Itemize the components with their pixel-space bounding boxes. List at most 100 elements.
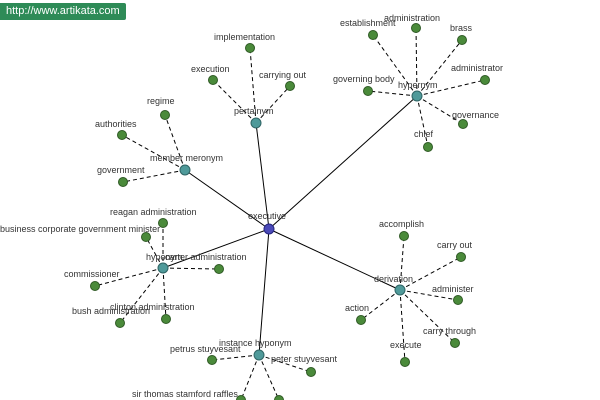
- relation-node-pertainym[interactable]: [250, 117, 262, 129]
- leaf-node-administer[interactable]: [453, 295, 463, 305]
- leaf-label-reagan-administration: reagan administration: [110, 207, 197, 217]
- leaf-node-carter-administration[interactable]: [214, 264, 224, 274]
- edge-hyponym-carter-administration: [162, 267, 220, 270]
- relation-label-derivation: derivation: [374, 274, 413, 284]
- leaf-node-administration[interactable]: [411, 23, 421, 33]
- leaf-label-execute: execute: [390, 340, 422, 350]
- leaf-node-governing-body[interactable]: [363, 86, 373, 96]
- relation-label-member-meronym: member meronym: [150, 153, 223, 163]
- leaf-node-authorities[interactable]: [117, 130, 127, 140]
- leaf-node-carrying-out[interactable]: [285, 81, 295, 91]
- leaf-label-establishment: establishment: [340, 18, 396, 28]
- leaf-label-execution: execution: [191, 64, 230, 74]
- leaf-node-clinton-administration[interactable]: [161, 314, 171, 324]
- leaf-label-petrus-stuyvesant: petrus stuyvesant: [170, 344, 241, 354]
- leaf-label-governance: governance: [452, 110, 499, 120]
- edge-member-meronym-authorities: [121, 134, 186, 171]
- edge-hypernym-administrator: [416, 79, 486, 97]
- relation-label-pertainym: pertainym: [234, 106, 274, 116]
- leaf-node-bush-administration[interactable]: [115, 318, 125, 328]
- leaf-node-governance[interactable]: [458, 119, 468, 129]
- edge-executive-hypernym: [268, 95, 418, 230]
- leaf-node-accomplish[interactable]: [399, 231, 409, 241]
- leaf-node-business-corporate-government-minister[interactable]: [141, 232, 151, 242]
- edge-hypernym-brass: [416, 39, 463, 97]
- leaf-node-chief[interactable]: [423, 142, 433, 152]
- leaf-node-peter-stuyvesant[interactable]: [306, 367, 316, 377]
- leaf-label-governing-body: governing body: [333, 74, 395, 84]
- leaf-label-business-corporate-government-minister: business corporate government minister: [0, 224, 160, 234]
- leaf-node-administrator[interactable]: [480, 75, 490, 85]
- leaf-node-carry-out[interactable]: [456, 252, 466, 262]
- edge-derivation-carry-through: [399, 289, 456, 344]
- leaf-label-carrying-out: carrying out: [259, 70, 307, 80]
- leaf-label-bush-administration: bush administration: [72, 306, 150, 316]
- relation-node-hyponym[interactable]: [157, 262, 169, 274]
- edge-executive-member-meronym: [184, 169, 270, 230]
- relation-node-member-meronym[interactable]: [179, 164, 191, 176]
- edge-instance-hyponym-sir-thomas-stamford-raffles: [240, 354, 260, 400]
- edge-member-meronym-regime: [164, 114, 186, 171]
- leaf-node-carry-through[interactable]: [450, 338, 460, 348]
- leaf-node-reagan-administration[interactable]: [158, 218, 168, 228]
- relation-label-hypernym: hypernym: [398, 80, 438, 90]
- leaf-node-government[interactable]: [118, 177, 128, 187]
- edge-hypernym-establishment: [372, 34, 418, 97]
- leaf-label-clinton-administration: clinton administration: [110, 302, 195, 312]
- edge-hypernym-administration: [415, 27, 418, 97]
- leaf-label-authorities: authorities: [95, 119, 137, 129]
- leaf-label-carry-out: carry out: [437, 240, 473, 250]
- edge-derivation-carry-out: [399, 256, 462, 291]
- leaf-node-commissioner[interactable]: [90, 281, 100, 291]
- edge-pertainym-execution: [212, 79, 257, 124]
- edge-executive-pertainym: [255, 122, 270, 230]
- relation-node-hypernym[interactable]: [411, 90, 423, 102]
- edge-instance-hyponym-blank: [258, 354, 280, 400]
- relation-node-instance-hyponym[interactable]: [253, 349, 265, 361]
- root-node-executive[interactable]: [263, 223, 275, 235]
- edge-pertainym-carrying-out: [255, 85, 291, 124]
- leaf-node-establishment[interactable]: [368, 30, 378, 40]
- leaf-label-brass: brass: [450, 23, 473, 33]
- leaf-label-chief: chief: [414, 129, 434, 139]
- edges-layer: [94, 27, 486, 400]
- edge-hypernym-governing-body: [367, 90, 418, 97]
- edge-derivation-accomplish: [399, 235, 405, 291]
- leaf-node-regime[interactable]: [160, 110, 170, 120]
- leaf-node-blank[interactable]: [274, 395, 284, 400]
- edge-derivation-administer: [399, 289, 459, 301]
- leaf-label-commissioner: commissioner: [64, 269, 120, 279]
- leaf-label-carry-through: carry through: [423, 326, 476, 336]
- nodes-layer: [90, 23, 490, 400]
- leaf-node-action[interactable]: [356, 315, 366, 325]
- edge-hyponym-business-corporate-government-minister: [145, 236, 164, 269]
- edge-hyponym-commissioner: [94, 267, 164, 287]
- root-label: executive: [248, 211, 286, 221]
- edge-derivation-action: [360, 289, 401, 321]
- leaf-label-action: action: [345, 303, 369, 313]
- edge-derivation-execute: [399, 289, 406, 363]
- leaf-node-sir-thomas-stamford-raffles[interactable]: [236, 395, 246, 400]
- leaf-label-regime: regime: [147, 96, 175, 106]
- leaf-node-execute[interactable]: [400, 357, 410, 367]
- leaf-node-implementation[interactable]: [245, 43, 255, 53]
- edge-hyponym-clinton-administration: [162, 267, 167, 320]
- leaf-node-brass[interactable]: [457, 35, 467, 45]
- edge-pertainym-implementation: [249, 47, 257, 124]
- watermark-url: http://www.artikata.com: [0, 3, 126, 20]
- relation-label-instance-hyponym: instance hyponym: [219, 338, 292, 348]
- edge-instance-hyponym-peter-stuyvesant: [258, 354, 312, 373]
- edge-member-meronym-government: [122, 169, 186, 183]
- leaf-node-petrus-stuyvesant[interactable]: [207, 355, 217, 365]
- leaf-label-administrator: administrator: [451, 63, 503, 73]
- relation-node-derivation[interactable]: [394, 284, 406, 296]
- leaf-label-administer: administer: [432, 284, 474, 294]
- edge-executive-instance-hyponym: [258, 228, 270, 356]
- leaf-label-peter-stuyvesant: peter stuyvesant: [271, 354, 338, 364]
- edge-hyponym-bush-administration: [119, 267, 164, 324]
- leaf-node-execution[interactable]: [208, 75, 218, 85]
- relation-label-hyponym: hyponym: [146, 252, 183, 262]
- edge-executive-derivation: [268, 228, 401, 291]
